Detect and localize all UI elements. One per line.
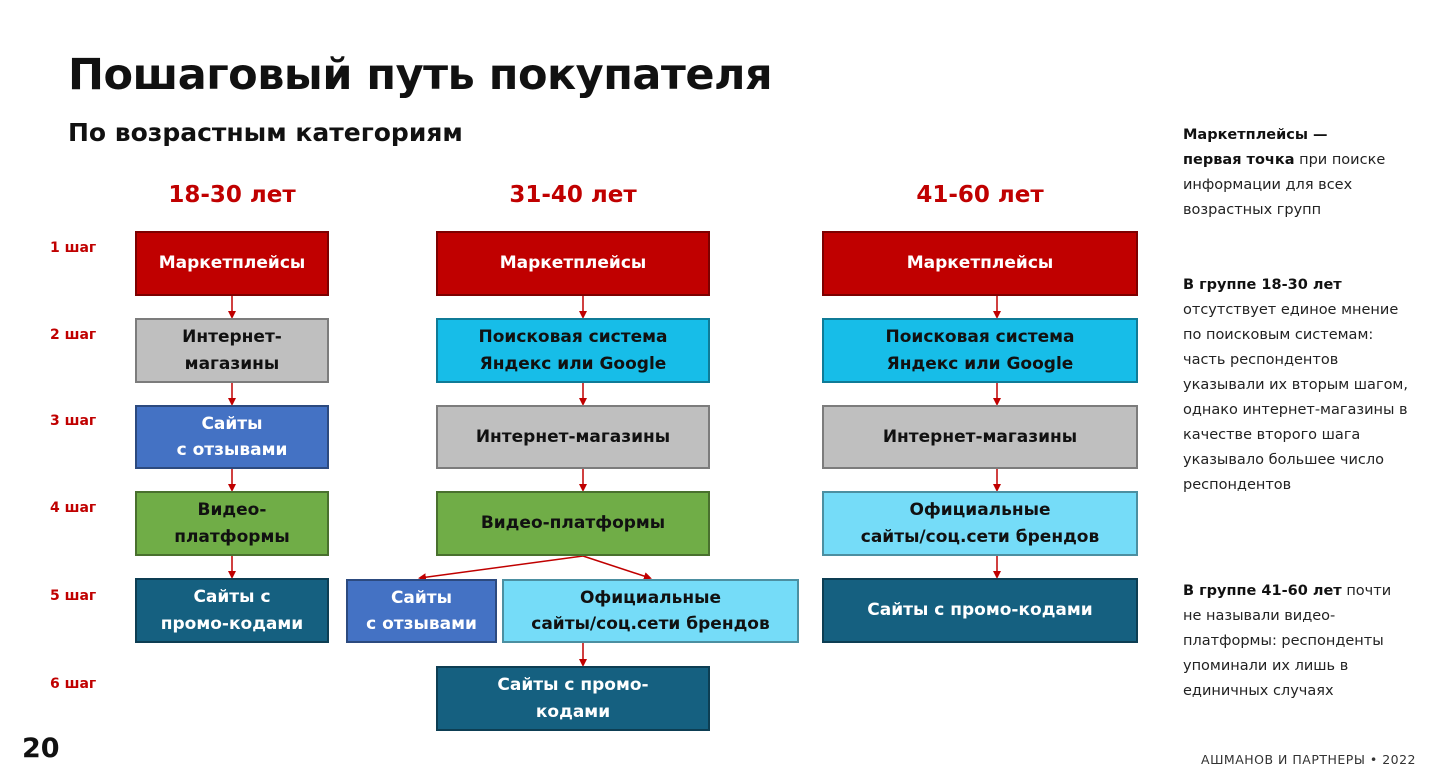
col2-step4-video-platforms: Видео-платформы [436, 491, 710, 556]
col2-step1-marketplaces: Маркетплейсы [436, 231, 710, 296]
side-note-2-text: отсутствует единое мнение по поисковым с… [1183, 302, 1408, 493]
footer-brand: АШМАНОВ И ПАРТНЕРЫ • 2022 [1201, 752, 1416, 767]
col3-step3-online-stores: Интернет-магазины [822, 405, 1138, 469]
column-header-41-60: 41-60 лет [916, 182, 1044, 208]
side-note-1-text: при поиске информации для всех возрастны… [1183, 152, 1386, 218]
step-label-3: 3 шаг [50, 413, 97, 429]
side-note-41-60: В группе 41-60 лет почти не называли вид… [1183, 579, 1408, 704]
page-title: Пошаговый путь покупателя [68, 50, 773, 100]
side-note-3-text: почти не называли видео-платформы: респо… [1183, 583, 1392, 699]
arrow [418, 555, 584, 582]
col3-step2-search-engine: Поисковая система Яндекс или Google [822, 318, 1138, 383]
page-subtitle: По возрастным категориям [68, 118, 463, 147]
step-label-5: 5 шаг [50, 588, 97, 604]
side-note-marketplaces: Маркетплейсы — первая точка при поиске и… [1183, 123, 1408, 223]
col2-step3-online-stores: Интернет-магазины [436, 405, 710, 469]
side-note-18-30: В группе 18-30 лет отсутствует единое мн… [1183, 273, 1408, 498]
col1-step2-online-stores: Интернет- магазины [135, 318, 329, 383]
col1-step1-marketplaces: Маркетплейсы [135, 231, 329, 296]
col1-step4-video-platforms: Видео- платформы [135, 491, 329, 556]
col2-step5-review-sites: Сайты с отзывами [346, 579, 497, 643]
step-label-4: 4 шаг [50, 500, 97, 516]
step-label-1: 1 шаг [50, 240, 97, 256]
col3-step1-marketplaces: Маркетплейсы [822, 231, 1138, 296]
col2-step2-search-engine: Поисковая система Яндекс или Google [436, 318, 710, 383]
column-header-31-40: 31-40 лет [509, 182, 637, 208]
step-label-6: 6 шаг [50, 676, 97, 692]
step-label-2: 2 шаг [50, 327, 97, 343]
page-number: 20 [22, 733, 60, 764]
side-note-2-bold: В группе 18-30 лет [1183, 277, 1342, 293]
side-note-3-bold: В группе 41-60 лет [1183, 583, 1342, 599]
col2-step5-brand-sites: Официальные сайты/соц.сети брендов [502, 579, 799, 643]
column-header-18-30: 18-30 лет [168, 182, 296, 208]
col3-step4-brand-sites: Официальные сайты/соц.сети брендов [822, 491, 1138, 556]
col1-step3-review-sites: Сайты с отзывами [135, 405, 329, 469]
col2-step6-promo-sites: Сайты с промо- кодами [436, 666, 710, 731]
arrow [582, 555, 652, 580]
col3-step5-promo-sites: Сайты с промо-кодами [822, 578, 1138, 643]
side-note-1-bold: Маркетплейсы — первая точка [1183, 127, 1328, 168]
col1-step5-promo-sites: Сайты с промо-кодами [135, 578, 329, 643]
